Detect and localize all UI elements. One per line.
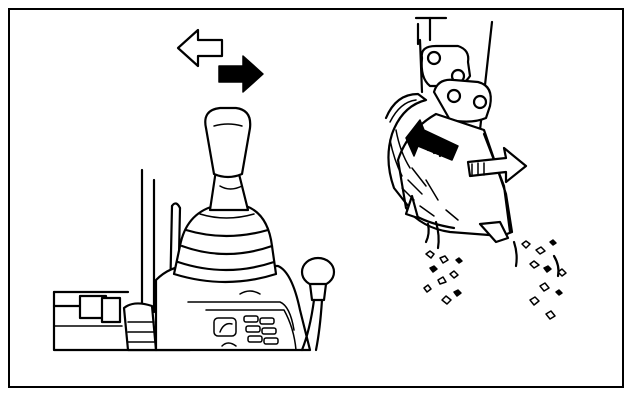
illustration: [10, 10, 622, 386]
figure-frame: [8, 8, 624, 388]
excavator-arm: [416, 18, 492, 130]
left-panel: [54, 30, 334, 350]
joystick-lever: [174, 108, 276, 282]
soil-clods-right: [514, 240, 566, 319]
arrow-right-filled-icon: [219, 56, 263, 92]
right-panel: [386, 18, 566, 319]
secondary-lever: [302, 258, 334, 350]
soil-clods-left: [424, 222, 462, 304]
arrow-left-outline-icon: [178, 30, 222, 66]
